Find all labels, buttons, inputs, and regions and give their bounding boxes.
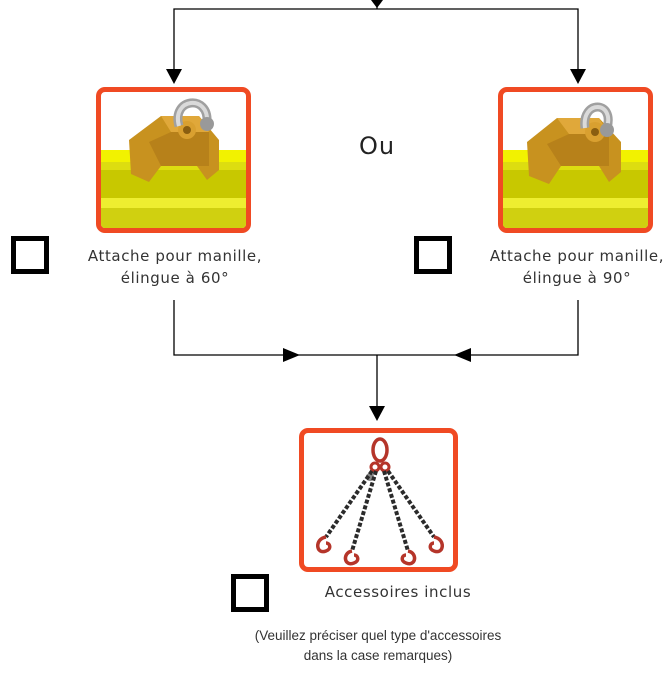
- four-leg-chain-sling-icon: [316, 437, 444, 566]
- accessories-note-line2: dans la case remarques): [303, 648, 453, 663]
- shackle-attachment-icon: [101, 98, 246, 228]
- arrow-merge-left: [454, 348, 471, 362]
- arrow-left-down: [166, 69, 182, 84]
- option-right-image-frame: [498, 87, 653, 233]
- option-right-caption: Attache pour manille, élingue à 90°: [489, 247, 665, 287]
- or-separator: Ou: [359, 132, 396, 160]
- accessories-caption: Accessoires inclus: [324, 583, 472, 601]
- arrow-merge-right: [283, 348, 300, 362]
- accessories-note: (Veuillez préciser quel type d'accessoir…: [188, 626, 568, 666]
- option-right-checkbox[interactable]: [414, 236, 452, 274]
- accessories-image-frame: [299, 428, 458, 572]
- arrow-to-accessories: [369, 406, 385, 421]
- arrow-right-down: [570, 69, 586, 84]
- option-left-image-frame: [96, 87, 251, 233]
- option-left-checkbox[interactable]: [11, 236, 49, 274]
- accessories-checkbox[interactable]: [231, 574, 269, 612]
- option-left-caption: Attache pour manille, élingue à 60°: [87, 247, 263, 287]
- accessories-note-line1: (Veuillez préciser quel type d'accessoir…: [254, 628, 502, 643]
- shackle-attachment-icon: [503, 102, 648, 228]
- arrow-top: [371, 0, 383, 8]
